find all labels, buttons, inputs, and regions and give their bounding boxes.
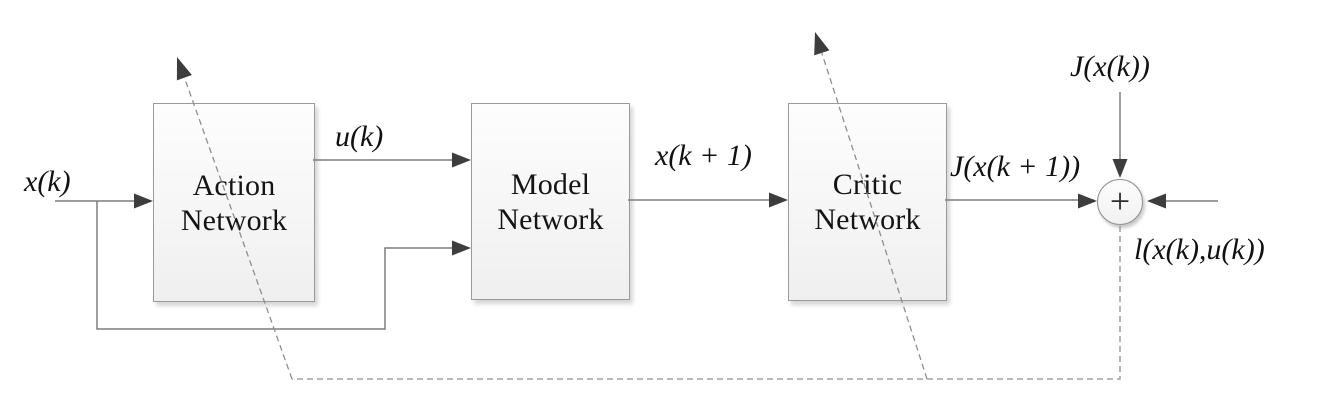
arrowhead-into-critic (769, 192, 788, 208)
model-network-box: Model Network (471, 103, 630, 300)
arrowhead-feedback-into-model (452, 240, 471, 256)
label-utility-l-xk-uk: l(x(k),u(k)) (1134, 233, 1265, 266)
critic-network-label-line1: Critic (832, 168, 903, 201)
arrowhead-cost-into-sum (1078, 193, 1097, 209)
arrowhead-control-into-model (452, 152, 471, 168)
model-network-label-line2: Network (497, 202, 604, 236)
action-network-label-line1: Action (192, 168, 276, 202)
model-network-label: Model Network (497, 167, 603, 237)
label-control-u-k: u(k) (335, 120, 384, 153)
label-state-x-k: x(k) (24, 165, 71, 198)
label-cost-to-go-next: J(x(k + 1)) (950, 150, 1081, 183)
critic-network-label-line2: Network (814, 203, 921, 236)
label-next-state-x-k1: x(k + 1) (655, 139, 752, 172)
error-feedback-dashed-line (292, 226, 1121, 380)
label-cost-to-go-current: J(x(k)) (1070, 50, 1150, 83)
action-network-label: Action Network (181, 168, 287, 238)
arrowhead-action-training (176, 57, 192, 81)
arrowhead-current-cost-into-sum (1112, 159, 1128, 178)
plus-operator: + (1109, 180, 1131, 221)
arrowhead-into-action (134, 193, 153, 209)
critic-network-box: Critic Network (788, 103, 947, 301)
arrowhead-critic-training (814, 32, 830, 56)
summation-node: + (1097, 179, 1143, 225)
action-network-box: Action Network (153, 103, 315, 302)
critic-network-label: Critic Network (814, 167, 920, 237)
arrowhead-utility-into-sum (1147, 193, 1166, 209)
model-network-label-line1: Model (510, 167, 591, 201)
action-network-label-line2: Network (180, 203, 288, 237)
